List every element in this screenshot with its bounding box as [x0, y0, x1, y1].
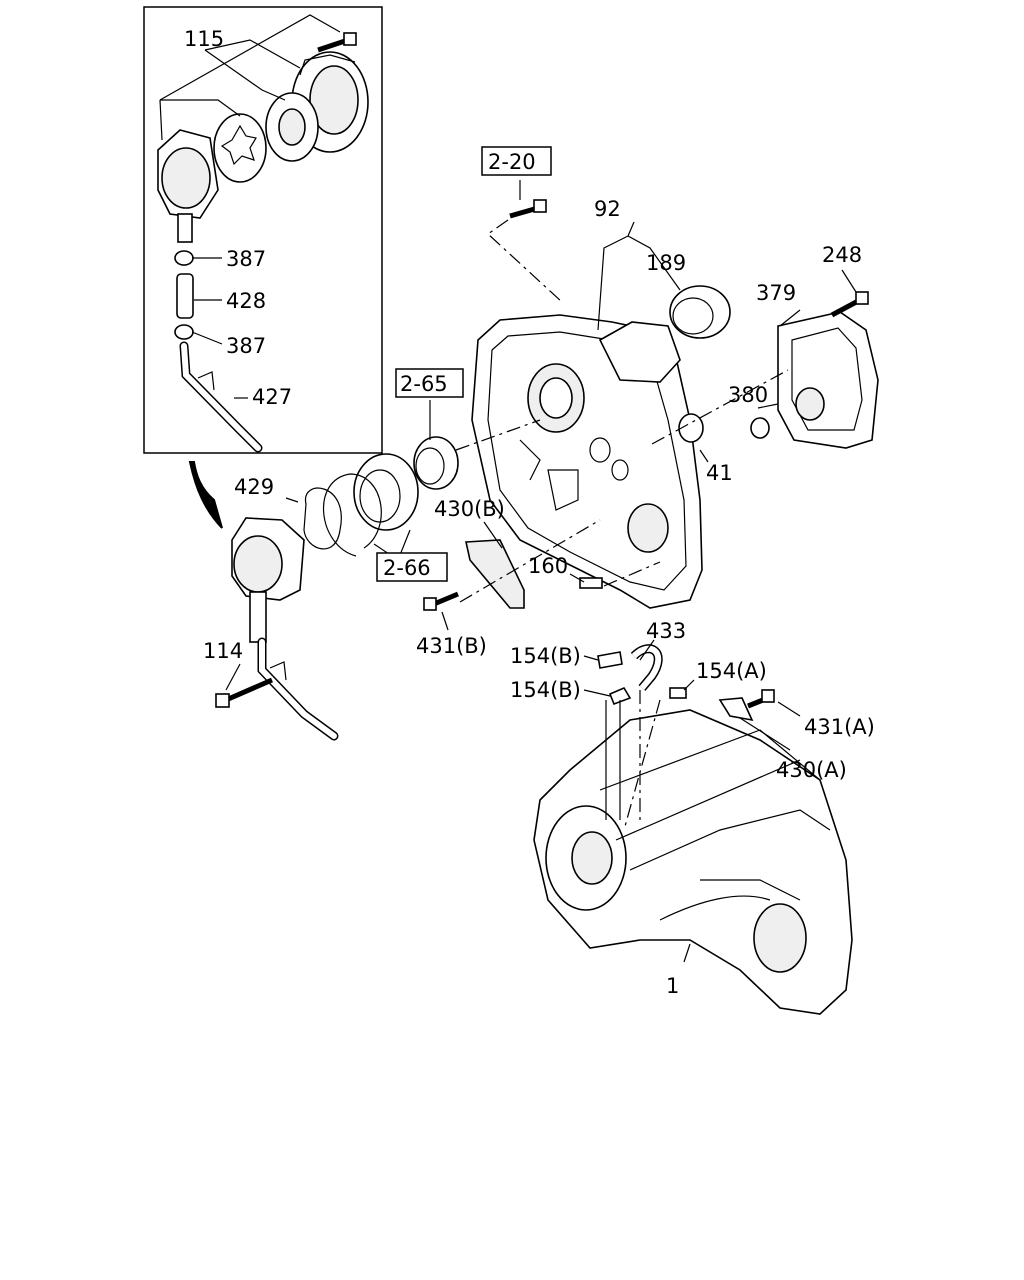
cover-379 [777, 311, 879, 449]
bolt-2-20 [509, 199, 547, 219]
clip-387-lower [174, 324, 194, 340]
bushing-189 [669, 285, 731, 339]
label-430b: 430(B) [434, 497, 505, 521]
assembly-arrow [188, 461, 223, 529]
bearing-2-65 [413, 436, 459, 490]
label-154b-upper: 154(B) [510, 644, 581, 668]
front-case-1 [533, 709, 853, 1015]
pump-gear [265, 92, 319, 162]
fitting-154b-upper [597, 651, 623, 669]
fitting-154b-lower [608, 686, 632, 706]
pump-plate [213, 113, 267, 183]
label-115: 115 [184, 27, 224, 51]
bolt-431a [747, 689, 775, 709]
label-92: 92 [594, 197, 621, 221]
label-387-lower: 387 [226, 334, 266, 358]
label-160: 160 [528, 554, 568, 578]
oil-pump-assembly [231, 517, 339, 741]
inset-bolt [317, 32, 357, 53]
gasket-429 [303, 487, 342, 550]
bearing-2-66 [353, 453, 419, 531]
label-387-upper: 387 [226, 247, 266, 271]
label-154b-lower: 154(B) [510, 678, 581, 702]
bolt-431b [423, 591, 459, 611]
label-189: 189 [646, 251, 686, 275]
label-114: 114 [203, 639, 243, 663]
inset-pump-assembly [143, 6, 383, 454]
label-379: 379 [756, 281, 796, 305]
rear-case-92 [471, 314, 703, 609]
o-ring-380 [750, 417, 770, 439]
seal-41 [678, 413, 704, 443]
bolt-114 [215, 677, 273, 708]
fitting-154a [669, 687, 687, 699]
label-431b: 431(B) [416, 634, 487, 658]
bolt-248 [830, 291, 869, 318]
hose-428 [176, 273, 194, 319]
label-2-20: 2-20 [488, 150, 536, 174]
label-41: 41 [706, 461, 733, 485]
label-380: 380 [728, 383, 768, 407]
label-1: 1 [666, 974, 679, 998]
label-2-65: 2-65 [400, 372, 448, 396]
label-248: 248 [822, 243, 862, 267]
label-431a: 431(A) [804, 715, 875, 739]
ref-box-2-65 [395, 368, 464, 398]
label-428: 428 [226, 289, 266, 313]
snap-ring [322, 473, 382, 557]
pump-body [157, 129, 219, 243]
label-154a: 154(A) [696, 659, 767, 683]
label-427: 427 [252, 385, 292, 409]
label-2-66: 2-66 [383, 556, 431, 580]
label-429: 429 [234, 475, 274, 499]
bracket-430b [465, 539, 525, 609]
ref-box-2-66 [376, 552, 448, 582]
label-433: 433 [646, 619, 686, 643]
label-430a: 430(A) [776, 758, 847, 782]
pin-160 [579, 577, 603, 589]
ref-box-2-20 [481, 146, 552, 176]
clip-387-upper [174, 250, 194, 266]
bracket-430a [718, 697, 754, 722]
